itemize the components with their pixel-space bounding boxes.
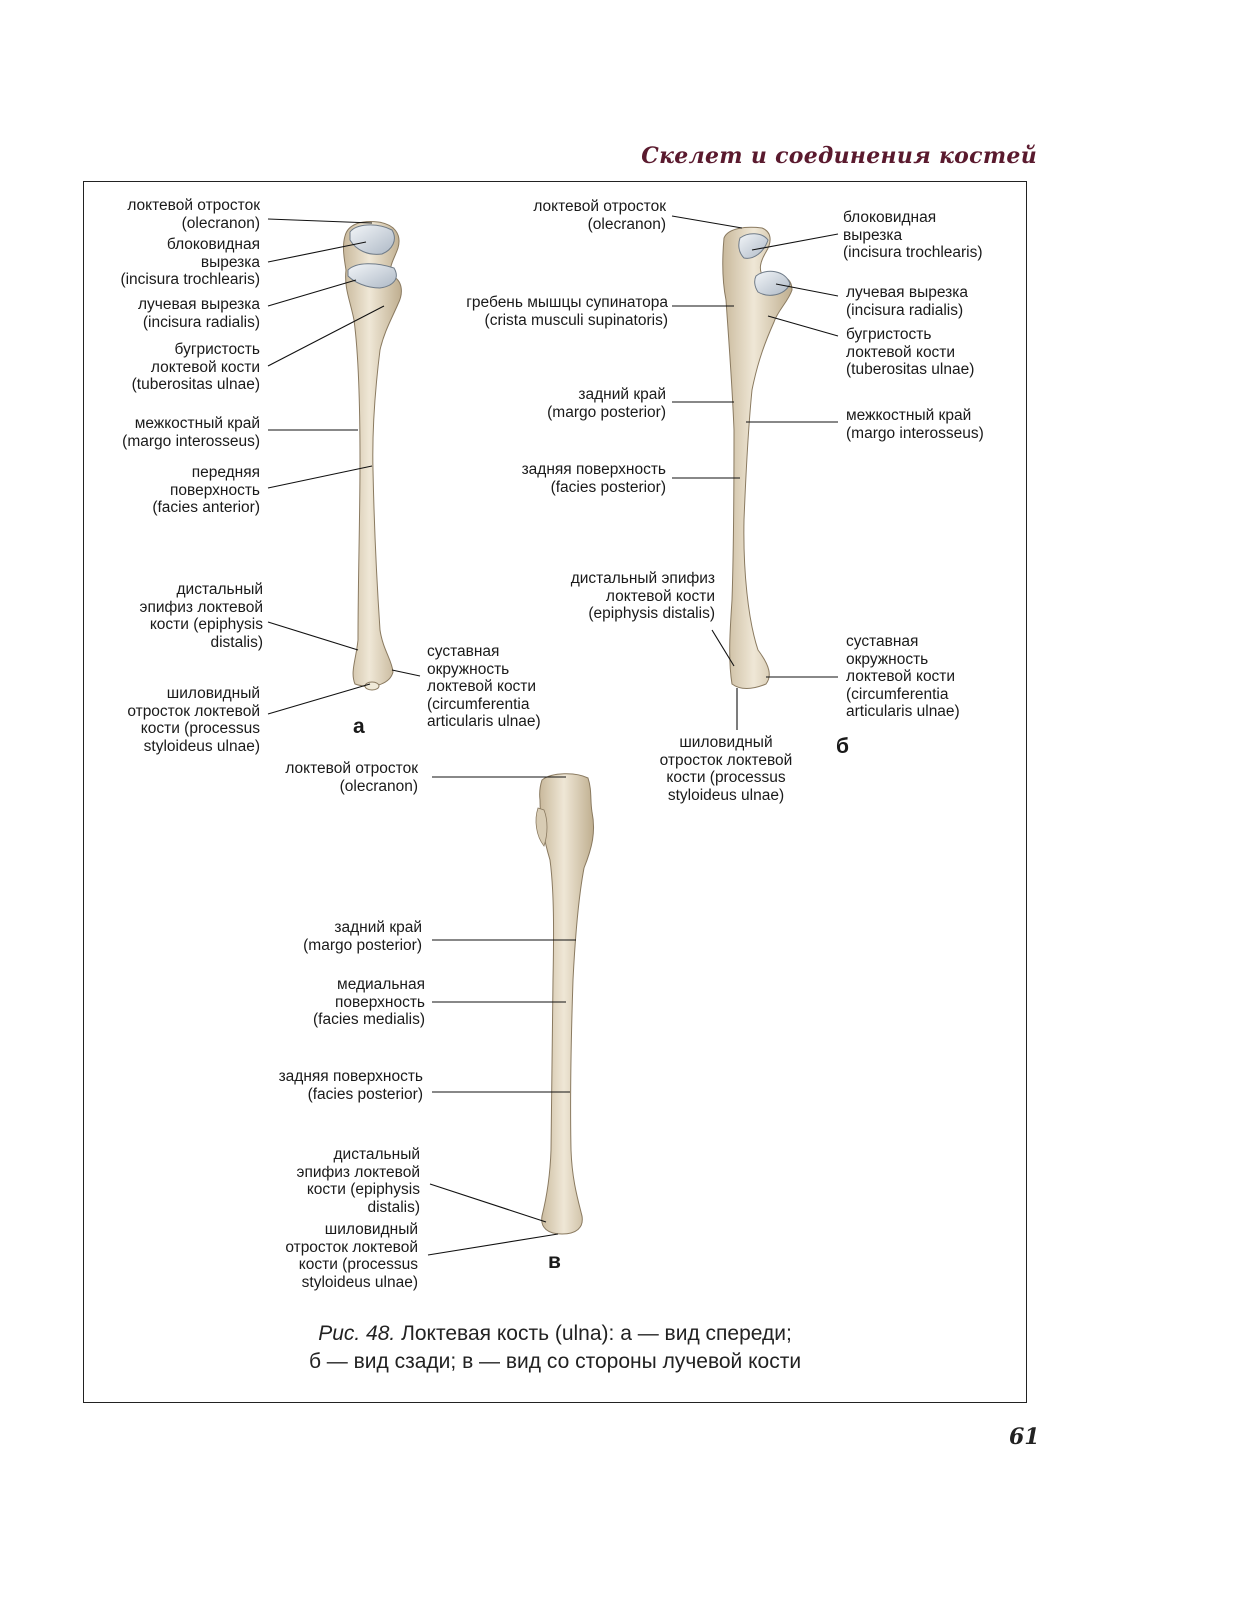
label-b-trochlear-notch: блоковидная вырезка (incisura trochleari… — [843, 209, 983, 261]
bone-view-b — [722, 226, 793, 689]
label-a-trochlear-notch: блоковидная вырезка (incisura trochleari… — [120, 236, 260, 288]
label-c-olecranon: локтевой отросток (olecranon) — [285, 760, 418, 795]
label-c-medial-surface: медиальная поверхность (facies medialis) — [313, 976, 425, 1028]
label-a-distal-epiphysis: дистальный эпифиз локтевой кости (epiphy… — [139, 581, 263, 651]
running-header: Скелет и соединения костей — [641, 143, 1037, 169]
caption-figure-number: Рис. 48. — [318, 1322, 396, 1345]
label-a-tuberosity: бугристость локтевой кости (tuberositas … — [131, 341, 260, 393]
label-c-distal-epiphysis: дистальный эпифиз локтевой кости (epiphy… — [296, 1146, 420, 1216]
leader-lines — [267, 215, 839, 1256]
label-b-interosseous-margin: межкостный край (margo interosseus) — [846, 407, 984, 442]
label-a-radial-notch: лучевая вырезка (incisura radialis) — [138, 296, 260, 331]
label-a-olecranon: локтевой отросток (olecranon) — [127, 197, 260, 232]
label-a-interosseous-margin: межкостный край (margo interosseus) — [122, 415, 260, 450]
view-c-letter: в — [548, 1250, 561, 1273]
view-a-letter: а — [353, 715, 365, 738]
page-number: 61 — [1009, 1424, 1040, 1450]
label-b-supinator-crest: гребень мышцы супинатора (crista musculi… — [466, 294, 668, 329]
label-b-posterior-surface: задняя поверхность (facies posterior) — [521, 461, 666, 496]
label-b-tuberosity: бугристость локтевой кости (tuberositas … — [846, 326, 975, 378]
caption-line-2: б — вид сзади; в — вид со стороны лучево… — [308, 1350, 802, 1373]
label-b-olecranon: локтевой отросток (olecranon) — [533, 198, 666, 233]
label-b-posterior-margin: задний край (margo posterior) — [547, 386, 666, 421]
label-c-posterior-margin: задний край (margo posterior) — [303, 919, 422, 954]
label-a-styloid-process: шиловидный отросток локтевой кости (proc… — [127, 685, 260, 755]
bone-view-c — [535, 773, 595, 1235]
figure-frame — [83, 181, 1027, 1403]
label-b-radial-notch: лучевая вырезка (incisura radialis) — [846, 284, 968, 319]
label-b-styloid-process: шиловидный отросток локтевой кости (proc… — [659, 734, 793, 804]
figure-caption: Рис. 48. Локтевая кость (ulna): а — вид … — [0, 1320, 1110, 1376]
bone-view-a — [342, 221, 402, 691]
label-b-articular-circumference: суставная окружность локтевой кости (cir… — [846, 633, 960, 720]
view-b-letter: б — [836, 735, 849, 758]
label-a-anterior-surface: передняя поверхность (facies anterior) — [152, 464, 260, 516]
label-c-posterior-surface: задняя поверхность (facies posterior) — [278, 1068, 423, 1103]
caption-line-1: Локтевая кость (ulna): а — вид спереди; — [395, 1322, 792, 1345]
label-c-styloid-process: шиловидный отросток локтевой кости (proc… — [285, 1221, 418, 1291]
label-a-articular-circumference: суставная окружность локтевой кости (cir… — [427, 643, 541, 730]
label-b-distal-epiphysis: дистальный эпифиз локтевой кости (epiphy… — [570, 570, 715, 622]
